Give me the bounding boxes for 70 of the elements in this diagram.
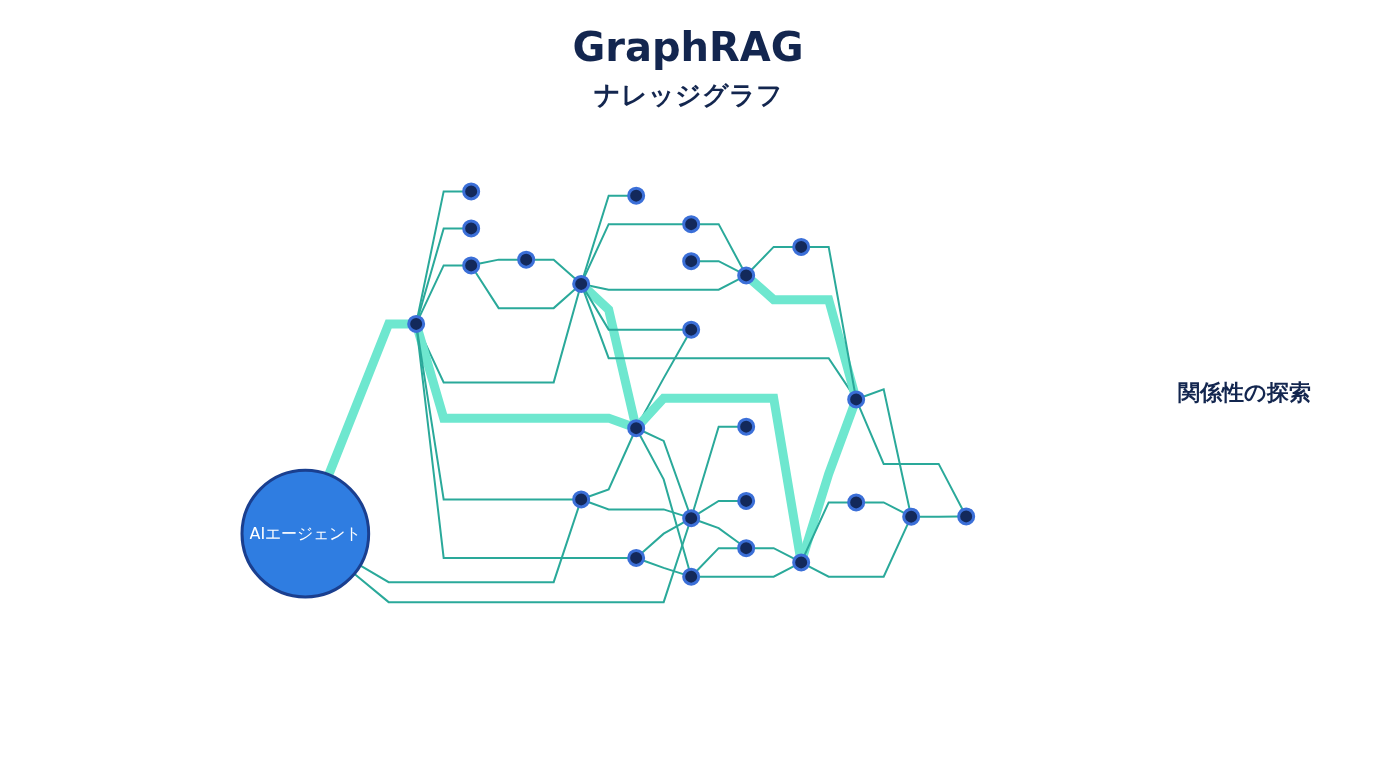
connector	[697, 223, 744, 270]
node-circle	[627, 548, 646, 567]
connector	[695, 547, 740, 573]
connector	[587, 500, 686, 517]
connector	[750, 245, 795, 271]
node-circle	[462, 182, 481, 201]
connector	[748, 276, 859, 394]
connector	[752, 547, 796, 560]
node-circle	[737, 491, 756, 510]
connector	[587, 277, 741, 291]
node-circle	[682, 215, 701, 234]
connector	[587, 433, 635, 498]
node-circle	[572, 274, 591, 293]
node-circle	[957, 507, 976, 526]
connector	[532, 258, 577, 280]
node-circle	[792, 237, 811, 256]
connector	[416, 330, 630, 559]
node-circle	[682, 509, 701, 528]
connector	[799, 404, 858, 557]
connector	[416, 330, 575, 501]
connector	[416, 190, 465, 318]
connector	[583, 223, 685, 279]
connector	[418, 264, 465, 319]
connector	[803, 501, 850, 557]
connector	[807, 522, 910, 578]
node-circle	[847, 390, 866, 409]
node-circle: AIエージェント	[240, 468, 371, 599]
connector	[807, 245, 856, 393]
connector	[862, 388, 911, 511]
node-circle	[462, 256, 481, 275]
connector	[474, 270, 577, 310]
connector	[696, 499, 740, 516]
connector	[359, 505, 580, 584]
subtitle: ナレッジグラフ	[593, 79, 783, 112]
connector	[638, 433, 691, 571]
connector	[324, 319, 409, 477]
connector	[692, 425, 740, 512]
connector	[697, 260, 741, 273]
node-circle	[737, 417, 756, 436]
node-circle	[847, 493, 866, 512]
node-circle	[792, 553, 811, 572]
node-circle	[572, 490, 591, 509]
connector	[638, 393, 805, 556]
connector	[697, 519, 742, 545]
node-circle	[407, 314, 426, 333]
node-circle	[517, 250, 536, 269]
node-circle	[902, 507, 921, 526]
connector	[858, 405, 964, 511]
connector	[642, 430, 690, 513]
connector	[353, 524, 690, 604]
node-circle	[682, 320, 701, 339]
node-circle	[682, 252, 701, 271]
node-circle	[682, 567, 701, 586]
connector	[582, 194, 630, 278]
connector	[642, 559, 686, 576]
diagram-title: GraphRAG	[572, 24, 804, 70]
connector	[477, 258, 520, 265]
connector	[417, 227, 465, 318]
connector	[640, 520, 686, 554]
annotation-text: 関係性の探索	[1178, 379, 1312, 407]
node-circle	[627, 419, 646, 438]
connector	[414, 329, 631, 430]
connector	[917, 515, 960, 518]
connector	[862, 501, 906, 515]
connector	[697, 564, 796, 578]
node-circle	[737, 539, 756, 558]
node-circle	[627, 186, 646, 205]
node-circle	[462, 219, 481, 238]
connector	[584, 289, 685, 331]
node-circle	[737, 266, 756, 285]
